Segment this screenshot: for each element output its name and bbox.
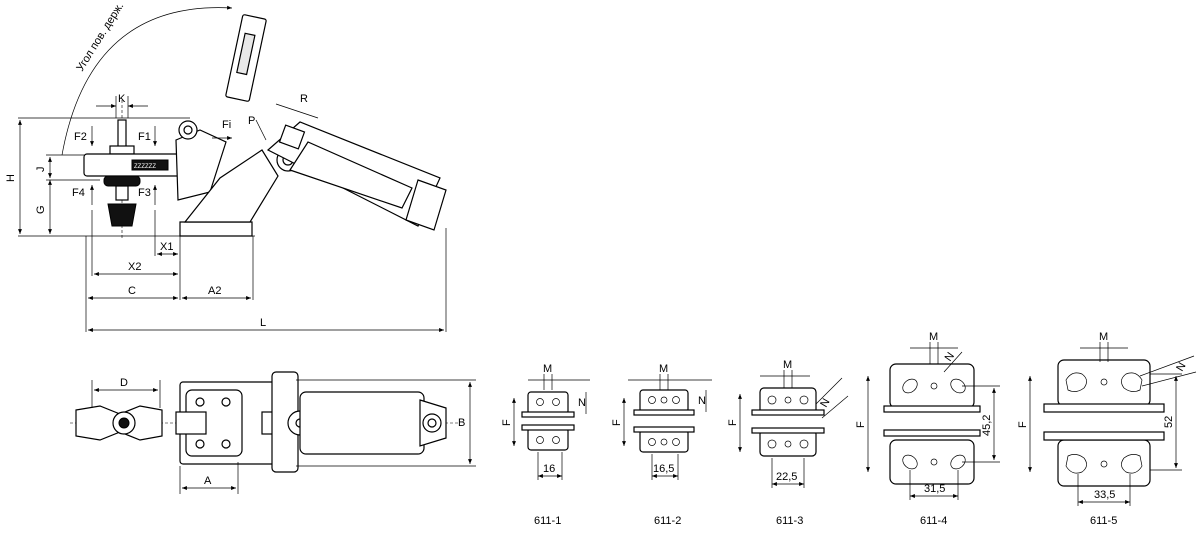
dim-a: A	[204, 475, 212, 487]
plate-611-3-width: 22,5	[776, 471, 797, 483]
plate-611-3-caption: 611-3	[776, 515, 803, 527]
dim-fi: Fi	[222, 119, 231, 131]
plate-611-3-f: F	[727, 419, 739, 426]
plate-611-5-n: N	[1174, 361, 1188, 374]
plate-611-5-height: 52	[1163, 416, 1175, 428]
dim-x2: X2	[128, 261, 141, 273]
side-view: Угол пов. держ. H J G ZZZZZZ	[5, 0, 447, 332]
plate-611-4-m: M	[929, 331, 938, 343]
dim-a2: A2	[208, 285, 221, 297]
plate-611-3-m: M	[783, 359, 792, 371]
plate-611-2-m: M	[659, 363, 668, 375]
plate-611-3: M N F 22,5 611-3	[727, 359, 849, 527]
plate-611-5-f: F	[1017, 421, 1029, 428]
dim-k: K	[118, 93, 126, 105]
plate-611-4: M N F 45,2 31,5 611-4	[855, 331, 1000, 527]
plate-611-5-caption: 611-5	[1090, 515, 1117, 527]
plate-611-1-width: 16	[543, 463, 555, 475]
plate-611-2: M N F 16,5 611-2	[611, 363, 712, 527]
plate-611-1-m: M	[543, 363, 552, 375]
dim-d: D	[120, 377, 128, 389]
dim-r: R	[300, 93, 308, 105]
dim-c: C	[128, 285, 136, 297]
plate-611-4-height: 45,2	[981, 415, 993, 436]
dim-p: P	[248, 115, 255, 127]
dim-b: B	[458, 417, 465, 429]
plate-611-2-caption: 611-2	[654, 515, 681, 527]
plate-611-2-n: N	[698, 395, 706, 407]
top-view: D B A	[70, 371, 476, 494]
force-f4: F4	[72, 187, 85, 199]
plate-611-1-n: N	[578, 397, 586, 409]
dim-l: L	[260, 317, 266, 329]
plate-611-1-caption: 611-1	[534, 515, 561, 527]
dim-h: H	[5, 174, 17, 182]
plate-611-5-m: M	[1099, 331, 1108, 343]
plate-611-1: M N F 16 611-1	[501, 363, 590, 527]
dim-x1: X1	[160, 241, 173, 253]
plate-611-4-n: N	[943, 350, 957, 363]
force-f3: F3	[138, 187, 151, 199]
dim-g: G	[35, 205, 47, 214]
force-f1: F1	[138, 131, 151, 143]
plate-611-4-f: F	[855, 421, 867, 428]
plate-611-4-caption: 611-4	[920, 515, 947, 527]
plate-611-5: M N F 52 33,5 611-5	[1017, 331, 1197, 527]
arc-label: Угол пов. держ.	[74, 0, 126, 73]
plate-611-2-width: 16,5	[653, 463, 674, 475]
dim-j: J	[35, 167, 47, 173]
plate-611-1-f: F	[501, 419, 513, 426]
plate-611-2-f: F	[611, 419, 623, 426]
plate-611-4-width: 31,5	[924, 483, 945, 495]
force-f2: F2	[74, 131, 87, 143]
svg-text:ZZZZZZ: ZZZZZZ	[134, 164, 156, 170]
plate-611-5-width: 33,5	[1094, 489, 1115, 501]
plate-611-3-n: N	[818, 397, 832, 410]
handle-tag	[225, 14, 267, 102]
